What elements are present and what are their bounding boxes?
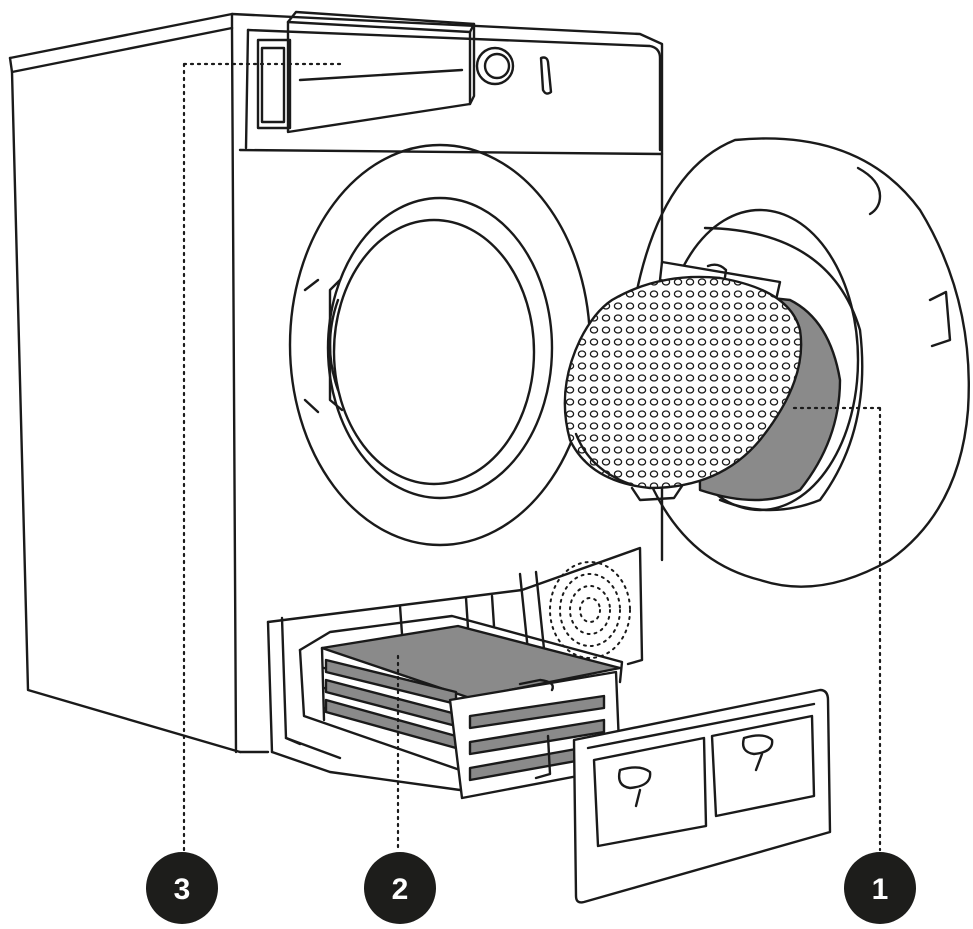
condenser-unit [298,614,624,800]
control-knob [475,46,515,86]
leader-line-1 [788,406,882,852]
callout-badge-3: 3 [146,852,218,924]
callout-number-3: 3 [174,873,191,906]
drum-opening [288,143,592,547]
indicator-light [539,56,553,95]
front-panel [572,688,832,904]
callout-badge-2: 2 [364,852,436,924]
vent-grille [549,561,631,659]
water-container [256,10,476,134]
callout-badge-1: 1 [844,852,916,924]
callout-number-2: 2 [392,873,409,906]
door-filter [563,260,842,502]
callout-number-1: 1 [872,873,889,906]
leader-line-3 [182,62,342,854]
